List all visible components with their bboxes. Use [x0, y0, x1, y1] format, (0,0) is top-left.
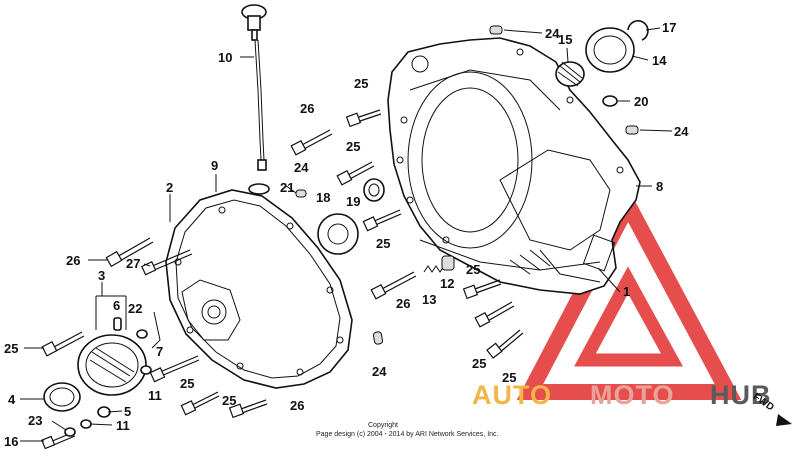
- watermark-auto: AUTO: [472, 380, 552, 410]
- callout-12: 12: [440, 276, 454, 291]
- gasket-14: [585, 27, 635, 73]
- callout-27: 27: [126, 256, 140, 271]
- callout-16: 16: [4, 434, 18, 449]
- copyright-line1: Copyright: [368, 422, 398, 429]
- callout-26: 26: [66, 253, 80, 268]
- pin-6: [113, 317, 122, 331]
- washer-11b: [80, 419, 92, 429]
- callout-24: 24: [674, 124, 689, 139]
- callout-2: 2: [166, 180, 173, 195]
- oil-filter-screen-15: [555, 61, 585, 87]
- callout-18: 18: [316, 190, 330, 205]
- emblem-cap: [43, 382, 81, 412]
- plunger-12: [441, 255, 455, 271]
- callout-11: 11: [148, 388, 162, 403]
- washer-22: [136, 329, 148, 339]
- callout-23: 23: [28, 413, 42, 428]
- leader-lines: [20, 27, 673, 442]
- callout-24: 24: [294, 160, 309, 175]
- callout-labels: 10 9 2 26 27 3 6 22 7 25 11 4 5 23 11 16…: [4, 20, 689, 449]
- callout-25: 25: [376, 236, 390, 251]
- clutch-cover: [77, 334, 147, 396]
- watermark-hub: HUB: [710, 380, 772, 410]
- watermark-triangle-inner: [574, 266, 683, 367]
- callout-25: 25: [472, 356, 486, 371]
- callout-13: 13: [422, 292, 436, 307]
- clip-7: [151, 311, 161, 349]
- callout-9: 9: [211, 158, 218, 173]
- callout-20: 20: [634, 94, 648, 109]
- callout-25: 25: [502, 370, 516, 385]
- callout-26: 26: [290, 398, 304, 413]
- callout-25: 25: [354, 76, 368, 91]
- callout-25: 25: [180, 376, 194, 391]
- callout-8: 8: [656, 179, 663, 194]
- callout-3: 3: [98, 268, 105, 283]
- fwd-arrowhead-icon: [776, 414, 792, 426]
- bearing-18: [317, 213, 359, 255]
- callout-10: 10: [218, 50, 232, 65]
- callout-24: 24: [545, 26, 560, 41]
- washer-23: [64, 427, 76, 437]
- callout-26: 26: [396, 296, 410, 311]
- o-ring-21: [248, 183, 270, 195]
- callout-25: 25: [222, 393, 236, 408]
- callout-24: 24: [372, 364, 387, 379]
- callout-1: 1: [623, 284, 630, 299]
- seal-19: [363, 178, 385, 202]
- callout-19: 19: [346, 194, 360, 209]
- callout-26: 26: [300, 101, 314, 116]
- watermark-text: AUTO MOTO HUB: [472, 380, 772, 410]
- callout-7: 7: [156, 344, 163, 359]
- fwd-label: FWD: [751, 391, 776, 413]
- callout-25: 25: [466, 262, 480, 277]
- callout-5: 5: [124, 404, 131, 419]
- watermark-triangle-outer: [516, 187, 742, 400]
- callout-17: 17: [662, 20, 676, 35]
- bolts: [41, 109, 524, 450]
- copyright-line2: Page design (c) 2004 - 2014 by ARI Netwo…: [316, 431, 499, 438]
- callout-25: 25: [346, 139, 360, 154]
- watermark-moto: MOTO: [590, 380, 675, 410]
- washer-11a: [140, 365, 152, 375]
- callout-25: 25: [4, 341, 18, 356]
- callout-14: 14: [652, 53, 667, 68]
- callout-15: 15: [558, 32, 572, 47]
- callout-21: 21: [280, 180, 294, 195]
- callout-6: 6: [113, 298, 120, 313]
- circlip-17: [627, 20, 649, 41]
- callout-11: 11: [116, 418, 130, 433]
- callout-22: 22: [128, 301, 142, 316]
- small-parts: [64, 20, 649, 437]
- oil-dipstick: [241, 4, 267, 171]
- watermark-logo: [516, 187, 742, 400]
- left-crankcase-cover: [165, 189, 353, 389]
- copyright-notice: Copyright Page design (c) 2004 - 2014 by…: [316, 422, 499, 438]
- spring-13: [423, 265, 445, 273]
- callout-4: 4: [8, 392, 16, 407]
- o-ring-20: [602, 95, 618, 107]
- right-crankcase: [387, 37, 641, 295]
